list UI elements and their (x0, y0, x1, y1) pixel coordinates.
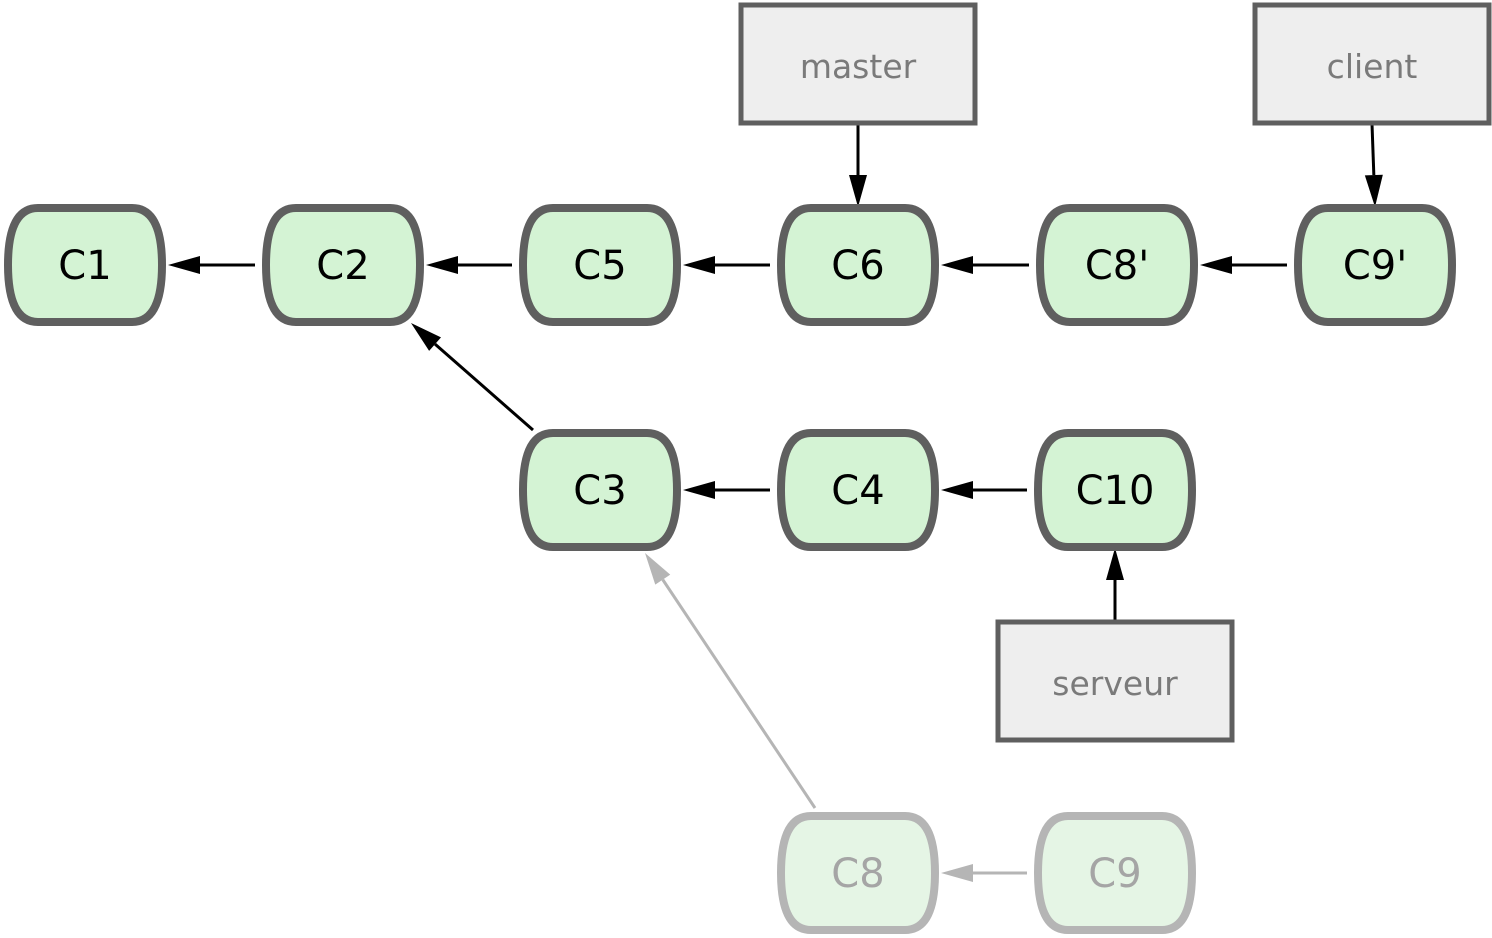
commit-node-c10: C10 (1033, 429, 1197, 551)
commit-shape (1033, 429, 1197, 551)
branch-box (995, 619, 1235, 743)
commit-node-c6: C6 (776, 204, 940, 326)
commit-label: C5 (573, 243, 626, 289)
commit-node-c8: C8 (776, 812, 940, 934)
commit-shape (1033, 812, 1197, 934)
commit-label: C2 (316, 243, 369, 289)
parent-link-c9p-to-c8p (1200, 256, 1287, 274)
commit-shape (1293, 204, 1457, 326)
branch-name: master (800, 47, 917, 86)
commit-shape (776, 204, 940, 326)
commit-label: C8' (1085, 243, 1149, 289)
commit-node-c5: C5 (518, 204, 682, 326)
commit-shape (1035, 204, 1199, 326)
commit-shape (261, 204, 425, 326)
commit-shape (518, 204, 682, 326)
commit-shape (3, 204, 167, 326)
commit-node-c2: C2 (261, 204, 425, 326)
commit-node-c3: C3 (518, 429, 682, 551)
parent-link-c9-to-c8 (941, 864, 1027, 882)
commit-label: C10 (1076, 468, 1155, 514)
branch-name: client (1327, 47, 1418, 86)
commit-node-c1: C1 (3, 204, 167, 326)
branch-pointers (849, 123, 1383, 622)
commit-node-c4: C4 (776, 429, 940, 551)
parent-link-c5-to-c2 (426, 256, 512, 274)
commit-label: C1 (58, 243, 111, 289)
branch-label-serveur: serveur (995, 619, 1235, 743)
parent-link-c2-to-c1 (168, 256, 255, 274)
branch-labels: master client serveur (738, 2, 1492, 743)
commit-label: C6 (831, 243, 884, 289)
branch-label-client: client (1252, 2, 1492, 126)
commit-label: C9 (1088, 851, 1141, 897)
parent-link-c8-to-c3 (645, 553, 817, 809)
branch-box (1252, 2, 1492, 126)
commit-shape (776, 812, 940, 934)
commit-shape (518, 429, 682, 551)
branch-name: serveur (1052, 664, 1178, 703)
commit-label: C4 (831, 468, 884, 514)
commit-node-c8p: C8' (1035, 204, 1199, 326)
commit-node-c9: C9 (1033, 812, 1197, 934)
parent-link-c4-to-c3 (683, 481, 770, 499)
commit-label: C8 (831, 851, 884, 897)
parent-link-c8p-to-c6 (941, 256, 1029, 274)
branch-pointer-client (1364, 123, 1383, 207)
commit-label: C9' (1343, 243, 1407, 289)
parent-link-c3-to-c2 (411, 323, 534, 432)
branch-pointer-master (849, 124, 867, 207)
parent-links (168, 256, 1287, 882)
commit-shape (776, 429, 940, 551)
branch-pointer-serveur (1106, 548, 1124, 622)
parent-link-c10-to-c4 (941, 481, 1027, 499)
parent-link-c6-to-c5 (683, 256, 770, 274)
branch-label-master: master (738, 2, 978, 126)
commit-node-c9p: C9' (1293, 204, 1457, 326)
branch-box (738, 2, 978, 126)
commit-label: C3 (573, 468, 626, 514)
